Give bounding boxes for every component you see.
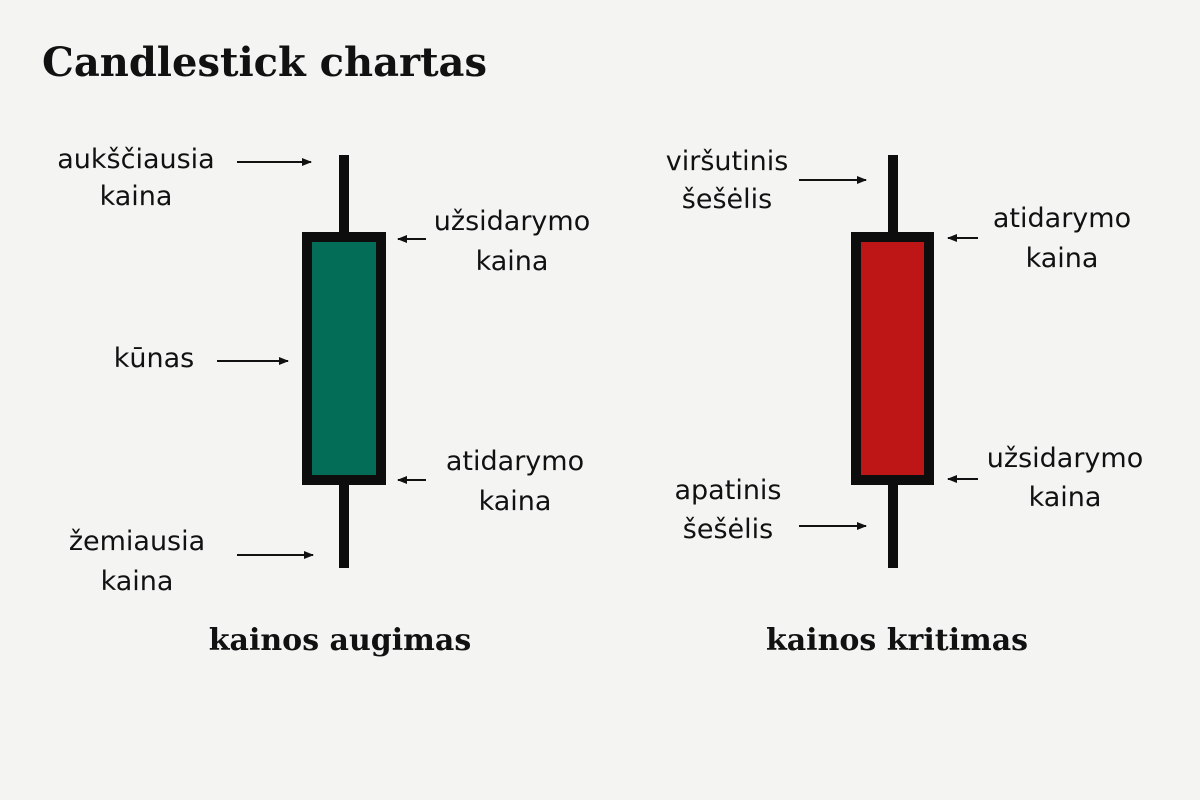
label-lower-shadow-line1: apatinis [675, 475, 782, 506]
label-open-line1: atidarymo [446, 446, 584, 477]
label-open-bullish: atidarymo kaina [397, 446, 584, 517]
label-upper-shadow-line1: viršutinis [666, 146, 789, 177]
bullish-body [302, 232, 386, 485]
label-upper-shadow-line2: šešėlis [682, 184, 772, 215]
label-high-line2: kaina [100, 181, 173, 212]
page-title: Candlestick chartas [42, 39, 487, 86]
bearish-candle [851, 155, 934, 568]
label-open-bearish: atidarymo kaina [947, 203, 1131, 274]
label-close-line1: užsidarymo [987, 443, 1143, 474]
label-close-bullish: užsidarymo kaina [397, 206, 590, 277]
label-close-line2: kaina [1029, 482, 1102, 513]
label-lower-shadow-line2: šešėlis [683, 514, 773, 545]
label-open-line2: kaina [479, 486, 552, 517]
bullish-candle [302, 155, 386, 568]
label-high: aukščiausia kaina [57, 144, 312, 212]
label-body: kūnas [114, 343, 289, 374]
label-close-bearish: užsidarymo kaina [947, 443, 1143, 513]
label-lower-shadow: apatinis šešėlis [675, 475, 867, 545]
label-low-line2: kaina [101, 566, 174, 597]
label-body-text: kūnas [114, 343, 194, 374]
label-close-line1: užsidarymo [434, 206, 590, 237]
label-low: žemiausia kaina [69, 526, 314, 597]
label-upper-shadow: viršutinis šešėlis [666, 146, 867, 215]
label-open-line1: atidarymo [993, 203, 1131, 234]
bullish-caption: kainos augimas [209, 623, 471, 658]
bearish-caption: kainos kritimas [766, 623, 1028, 658]
label-low-line1: žemiausia [69, 526, 205, 557]
bearish-body [851, 232, 934, 485]
label-open-line2: kaina [1026, 243, 1099, 274]
label-close-line2: kaina [476, 246, 549, 277]
label-high-line1: aukščiausia [57, 144, 214, 175]
